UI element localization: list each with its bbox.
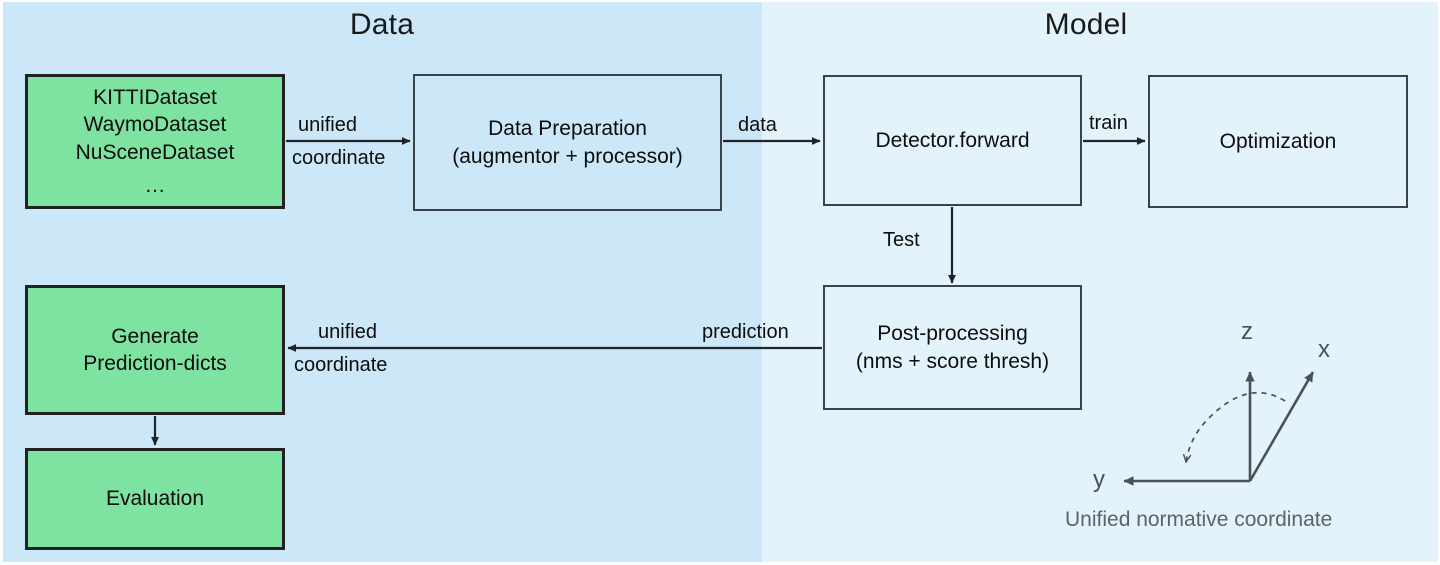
axis-label-y: y [1093,466,1105,493]
node-generate-prediction-dicts-line-2: Prediction-dicts [83,352,227,375]
edge-label-datasets-to-prep-coordinate: coordinate [292,147,386,169]
model-section-background [762,2,1438,562]
node-data-preparation-line-2: (augmentor + processor) [452,144,683,168]
node-detector-forward[interactable]: Detector.forward [823,75,1082,206]
node-datasets-line-2: WaymoDataset [83,113,227,137]
node-evaluation[interactable]: Evaluation [25,448,285,550]
node-post-processing[interactable]: Post-processing (nms + score thresh) [823,285,1082,410]
edge-label-detector-to-post: Test [883,229,920,251]
node-post-processing-line-2: (nms + score thresh) [855,349,1050,373]
data-section-title: Data [349,8,415,41]
edge-label-datasets-to-prep-unified: unified [298,114,357,136]
coordinate-legend-caption: Unified normative coordinate [1065,508,1333,531]
node-data-preparation[interactable]: Data Preparation (augmentor + processor) [413,74,722,211]
axis-label-z: z [1241,318,1253,345]
model-section-title: Model [1044,8,1128,41]
node-datasets-line-1: KITTIDataset [93,85,217,109]
node-datasets-line-3: NuSceneDataset [75,140,235,164]
axis-label-x: x [1318,336,1330,363]
edge-label-post-to-generate-unified: unified [318,321,377,343]
node-datasets-line-4: … [144,173,166,197]
node-detector-forward-line-1: Detector.forward [875,128,1030,152]
node-optimization[interactable]: Optimization [1148,75,1408,208]
node-generate-prediction-dicts-line-1: Generate [111,324,199,348]
edge-label-post-to-generate-prediction: prediction [702,321,789,343]
node-optimization-line-1: Optimization [1219,129,1337,153]
edge-label-post-to-generate-coordinate: coordinate [294,354,388,376]
node-evaluation-line-1: Evaluation [105,487,205,511]
edge-label-prep-to-detector: data [738,114,777,136]
edge-label-detector-to-optimization: train [1089,112,1128,134]
node-post-processing-line-1: Post-processing [877,322,1028,346]
node-data-preparation-line-1: Data Preparation [488,117,647,141]
node-generate-prediction-dicts[interactable]: Generate Prediction-dicts [25,285,285,415]
node-datasets[interactable]: KITTIDataset WaymoDataset NuSceneDataset… [25,74,285,209]
